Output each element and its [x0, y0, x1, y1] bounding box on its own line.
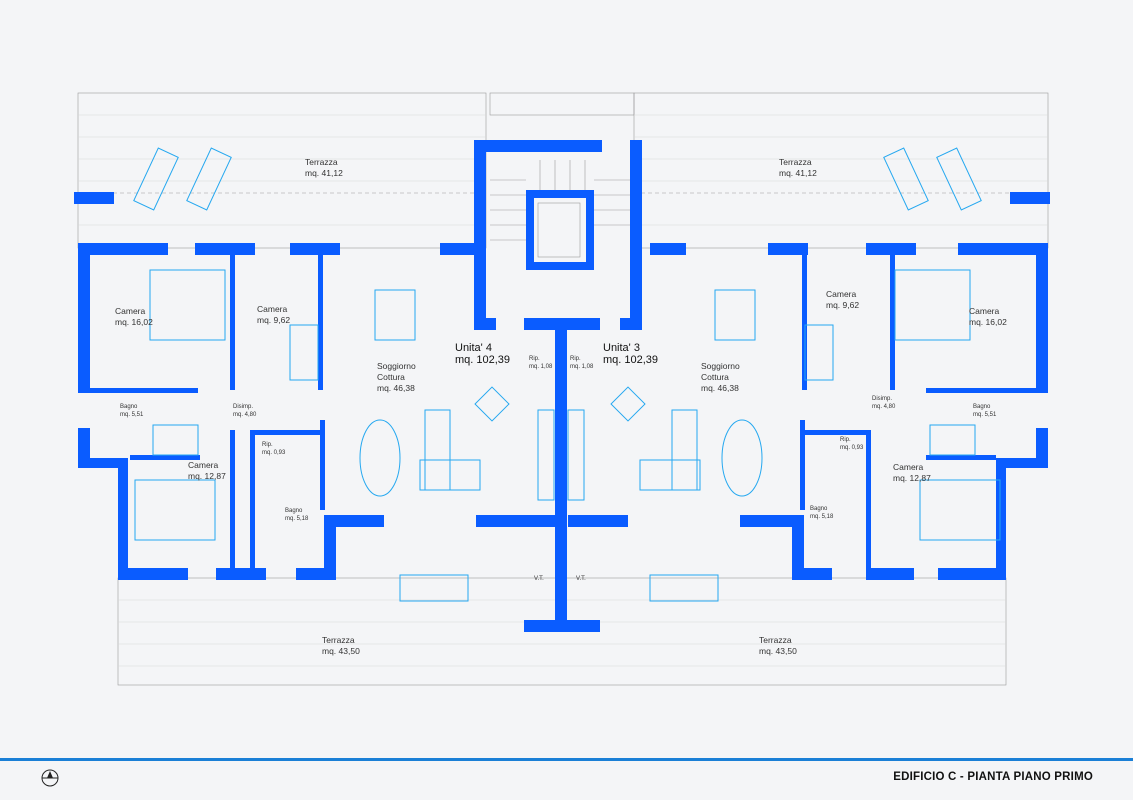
north-arrow-icon — [41, 769, 59, 787]
camera-l3-area: mq. 12,87 — [188, 471, 226, 481]
camera-l3-name: Camera — [188, 460, 219, 470]
camera-l2-area: mq. 9,62 — [257, 315, 290, 325]
bagno-r2-name: Bagno — [810, 506, 828, 512]
bagno-l1-area: mq. 5,51 — [120, 412, 144, 418]
terrazza-bottom-right-name: Terrazza — [759, 635, 792, 645]
rip-l-name: Rip. — [262, 442, 273, 448]
soggiorno-l-area: mq. 46,38 — [377, 383, 415, 393]
soggiorno-r-name2: Cottura — [701, 372, 729, 382]
soggiorno-r-area: mq. 46,38 — [701, 383, 739, 393]
camera-r2-area: mq. 9,62 — [826, 300, 859, 310]
rip-c-r-area: mq. 1,08 — [570, 364, 594, 370]
soggiorno-l-name2: Cottura — [377, 372, 405, 382]
bagno-r2-area: mq. 5,18 — [810, 514, 834, 520]
bagno-l2-area: mq. 5,18 — [285, 516, 309, 522]
rip-c-r-name: Rip. — [570, 356, 581, 362]
rip-l-area: mq. 0,93 — [262, 450, 286, 456]
rip-r-name: Rip. — [840, 437, 851, 443]
tile-pattern — [78, 114, 1048, 667]
footer-line — [0, 758, 1133, 761]
disimp-r-name: Disimp. — [872, 396, 892, 402]
rip-c-l-name: Rip. — [529, 356, 540, 362]
vt-r: V.T. — [576, 576, 586, 582]
drawing-title: EDIFICIO C - PIANTA PIANO PRIMO — [893, 771, 1093, 783]
camera-r3-area: mq. 12,87 — [893, 473, 931, 483]
furniture — [133, 147, 1001, 602]
camera-l1-name: Camera — [115, 306, 146, 316]
bagno-r1-name: Bagno — [973, 404, 991, 410]
unit4-name: Unita' 4 — [455, 342, 492, 354]
walls — [74, 140, 1050, 632]
rip-c-l-area: mq. 1,08 — [529, 364, 553, 370]
bagno-l2-name: Bagno — [285, 508, 303, 514]
terrazza-bottom-left-area: mq. 43,50 — [322, 646, 360, 656]
camera-r2-name: Camera — [826, 289, 857, 299]
bagno-l1-name: Bagno — [120, 404, 138, 410]
rip-r-area: mq. 0,93 — [840, 445, 864, 451]
terrazza-top-right-name: Terrazza — [779, 157, 812, 167]
camera-r1-area: mq. 16,02 — [969, 317, 1007, 327]
camera-l2-name: Camera — [257, 304, 288, 314]
terrazza-top-left-name: Terrazza — [305, 157, 338, 167]
unit3-area: mq. 102,39 — [603, 354, 658, 366]
soggiorno-l-name1: Soggiorno — [377, 361, 416, 371]
camera-l1-area: mq. 16,02 — [115, 317, 153, 327]
disimp-r-area: mq. 4,80 — [872, 404, 896, 410]
disimp-l-name: Disimp. — [233, 404, 253, 410]
terrazza-bottom-left-name: Terrazza — [322, 635, 355, 645]
camera-r1-name: Camera — [969, 306, 1000, 316]
terrazza-top-right-area: mq. 41,12 — [779, 168, 817, 178]
disimp-l-area: mq. 4,80 — [233, 412, 257, 418]
terrazza-top-left-area: mq. 41,12 — [305, 168, 343, 178]
soggiorno-r-name1: Soggiorno — [701, 361, 740, 371]
terrazza-bottom-right-area: mq. 43,50 — [759, 646, 797, 656]
unit3-name: Unita' 3 — [603, 342, 640, 354]
bagno-r1-area: mq. 5,51 — [973, 412, 997, 418]
unit4-area: mq. 102,39 — [455, 354, 510, 366]
camera-r3-name: Camera — [893, 462, 924, 472]
vt-l: V.T. — [534, 576, 544, 582]
